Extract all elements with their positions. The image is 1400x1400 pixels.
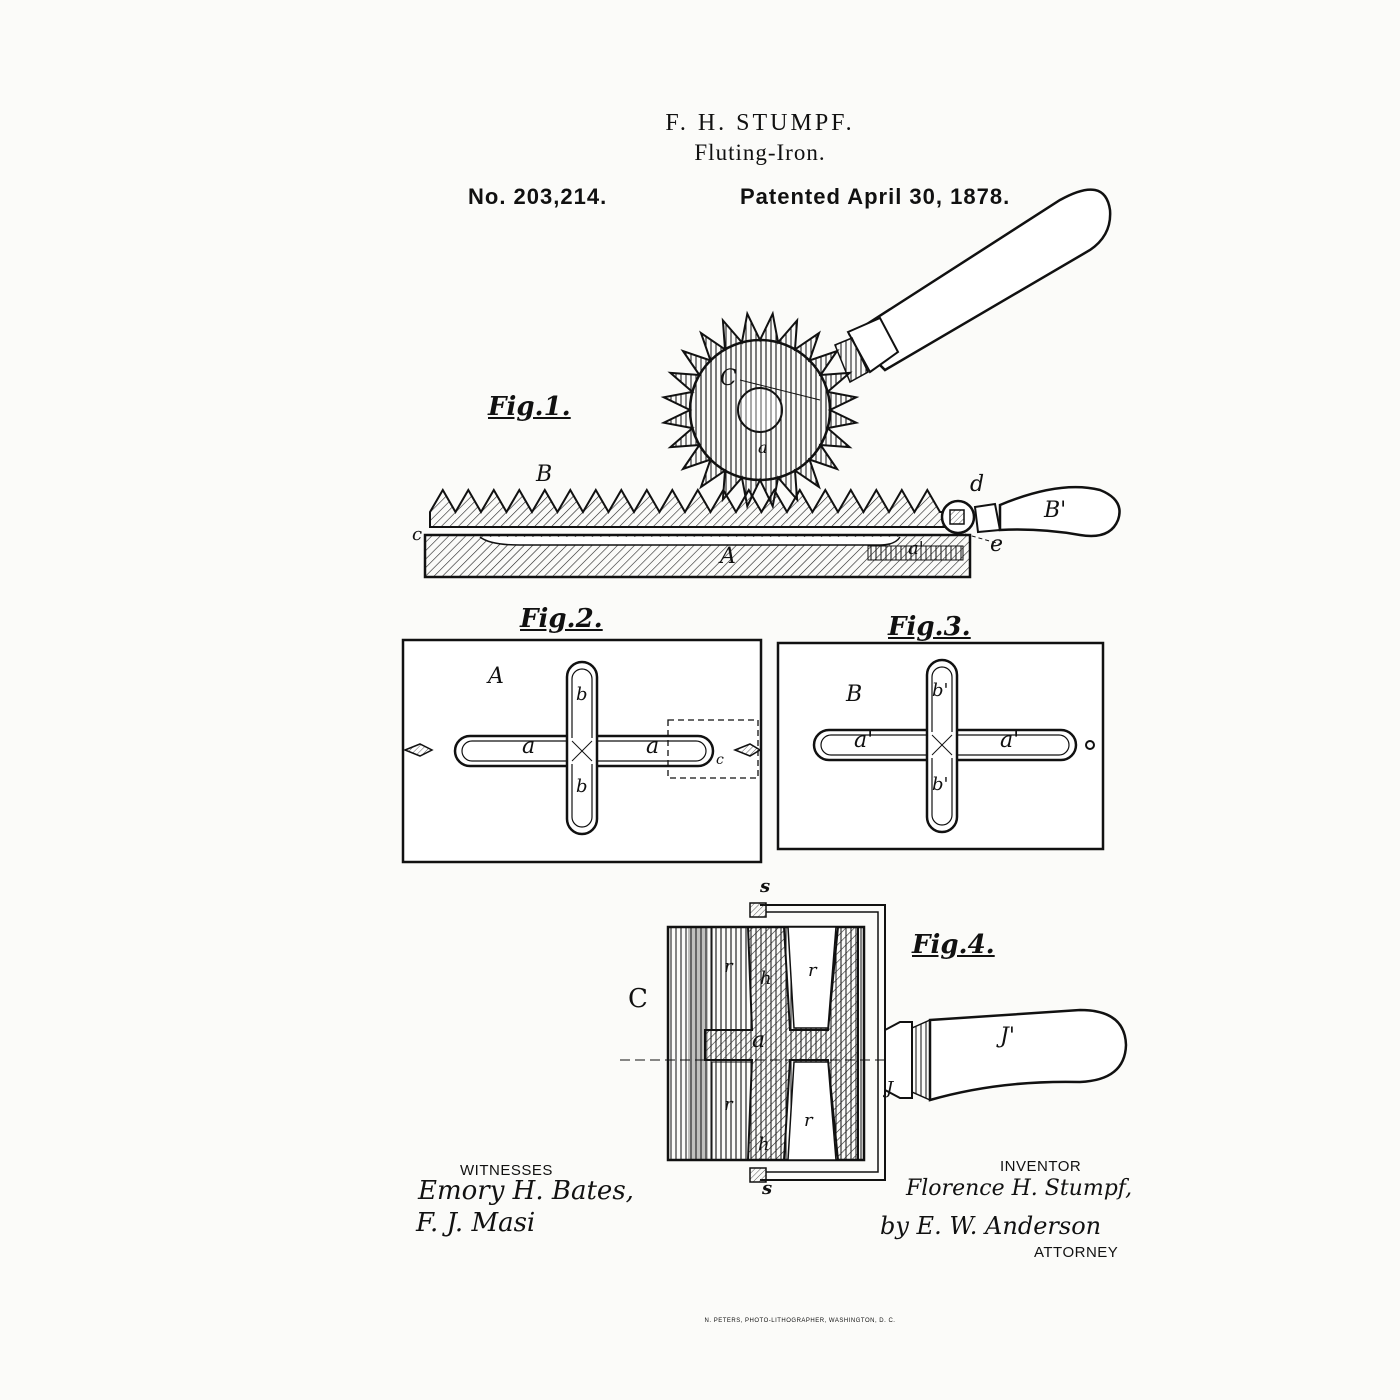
fig2-ref-b-bottom: b bbox=[576, 776, 588, 797]
witness2-signature: F. J. Masi bbox=[416, 1208, 536, 1238]
fig4-drawing bbox=[620, 902, 1128, 1183]
witness1-signature: Emory H. Bates, bbox=[418, 1176, 634, 1206]
fig3-ref-B: B bbox=[846, 682, 863, 707]
fig2-label: Fig.2. bbox=[520, 604, 603, 634]
fig4-ref-s-bottom: s bbox=[762, 1178, 773, 1199]
fig1-ref-B: B bbox=[536, 462, 553, 487]
fig4-ref-s-top: s bbox=[760, 876, 771, 897]
patent-number: No. 203,214. bbox=[468, 184, 608, 209]
lithographer-imprint: N. PETERS, PHOTO-LITHOGRAPHER, WASHINGTO… bbox=[704, 1318, 896, 1324]
fig1-ref-e: e bbox=[990, 532, 1004, 557]
fig1-gear-handle bbox=[834, 188, 1112, 384]
fig4-ref-h-top: h bbox=[760, 968, 772, 989]
witnesses-label: WITNESSES bbox=[460, 1162, 553, 1179]
inventor-signature: Florence H. Stumpf, bbox=[906, 1176, 1133, 1201]
fig2-drawing bbox=[401, 638, 763, 864]
fig3-drawing bbox=[776, 641, 1105, 851]
patent-date: Patented April 30, 1878. bbox=[740, 184, 1011, 209]
fig4-ref-r3: r bbox=[724, 1094, 733, 1115]
inventor-name: F. H. STUMPF. bbox=[665, 110, 855, 136]
fig4-ref-J: J bbox=[886, 1078, 894, 1099]
fig1-ref-d: d bbox=[970, 472, 985, 497]
fig4-ref-a: a bbox=[752, 1028, 766, 1053]
fig3-ref-b-top: b' bbox=[932, 680, 949, 701]
fig4-ref-r2: r bbox=[808, 960, 817, 981]
fig1-ref-C: C bbox=[720, 366, 737, 391]
fig3-ref-a-right: a' bbox=[1000, 728, 1020, 753]
fig2-ref-b-top: b bbox=[576, 684, 588, 705]
fig4-ref-r4: r bbox=[804, 1110, 813, 1131]
attorney-signature: by E. W. Anderson bbox=[880, 1212, 1102, 1240]
fig4-ref-r1: r bbox=[724, 956, 733, 977]
fig1-ref-a-prime: a' bbox=[908, 538, 924, 559]
fig2-ref-a-left: a bbox=[522, 734, 536, 759]
invention-title: Fluting-Iron. bbox=[694, 140, 826, 165]
fig2-ref-A: A bbox=[488, 664, 504, 689]
fig1-label: Fig.1. bbox=[488, 392, 571, 422]
fig1-ref-a: a bbox=[758, 438, 768, 457]
fig3-ref-a-left: a' bbox=[854, 728, 874, 753]
fig1-ref-A: A bbox=[720, 544, 736, 569]
fig1-drawing bbox=[423, 188, 1121, 579]
fig1-ref-c: c bbox=[412, 524, 423, 545]
fig1-gear bbox=[660, 310, 860, 510]
inventor-label: INVENTOR bbox=[1000, 1158, 1082, 1175]
attorney-label: ATTORNEY bbox=[1034, 1244, 1119, 1261]
fig2-ref-c: c bbox=[716, 752, 724, 768]
fig4-ref-J-prime: J' bbox=[1000, 1024, 1015, 1049]
fig1-ref-B-prime: B' bbox=[1044, 498, 1067, 523]
fig4-label: Fig.4. bbox=[912, 930, 995, 960]
fig4-ref-C: C bbox=[628, 984, 648, 1014]
fig1-rack bbox=[423, 485, 1121, 579]
fig2-ref-a-right: a bbox=[646, 734, 660, 759]
fig4-ref-h-bottom: h bbox=[758, 1134, 770, 1155]
fig3-label: Fig.3. bbox=[888, 612, 971, 642]
fig3-ref-b-bottom: b' bbox=[932, 774, 949, 795]
